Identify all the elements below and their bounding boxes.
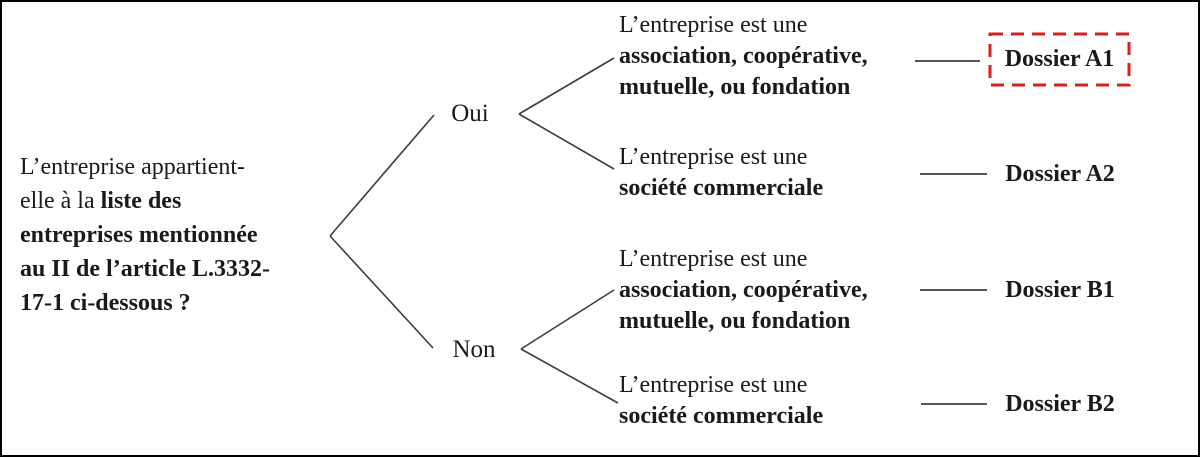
highlight-box-dossier-a1 (988, 32, 1131, 87)
question-text: L’entreprise appartient- elle à la liste… (20, 150, 340, 320)
condition-non-association: L’entreprise est une association, coopér… (619, 244, 919, 337)
condition-line-regular: L’entreprise est une (619, 372, 808, 398)
condition-oui-societe: L’entreprise est une société commerciale (619, 142, 919, 204)
question-segment-bold: 17-1 ci-dessous ? (20, 290, 191, 316)
edge-non-association (520, 289, 615, 350)
edge-question-non (329, 235, 434, 349)
dossier-b1-label: Dossier B1 (1005, 276, 1115, 303)
edge-oui-association (518, 57, 615, 115)
condition-line-bold: mutuelle, ou fondation (619, 308, 851, 334)
condition-non-societe: L’entreprise est une société commerciale (619, 370, 919, 432)
condition-line-bold: société commerciale (619, 175, 824, 201)
question-segment-regular: L’entreprise appartient- (20, 154, 246, 180)
question-line: elle à la liste des (20, 184, 340, 218)
edge-oui-societe (518, 113, 615, 170)
question-line: au II de l’article L.3332- (20, 252, 340, 286)
edge-question-oui (329, 114, 435, 237)
edge-non-societe (520, 348, 619, 404)
question-segment-regular: elle à la (20, 188, 101, 214)
condition-oui-association: L’entreprise est une association, coopér… (619, 10, 919, 103)
question-segment-bold: entreprises mentionnée (20, 222, 258, 248)
question-segment-bold: au II de l’article L.3332- (20, 256, 270, 282)
condition-line-bold: association, coopérative, (619, 277, 868, 303)
condition-line-bold: société commerciale (619, 403, 824, 429)
question-line: L’entreprise appartient- (20, 150, 340, 184)
question-line: entreprises mentionnée (20, 218, 340, 252)
condition-line-regular: L’entreprise est une (619, 246, 808, 272)
condition-line-bold: mutuelle, ou fondation (619, 74, 851, 100)
question-segment-bold: liste des (100, 188, 182, 214)
condition-line-bold: association, coopérative, (619, 43, 868, 69)
dossier-a1-label: Dossier A1 (1004, 46, 1115, 72)
dossier-b2-label: Dossier B2 (1005, 390, 1115, 417)
branch-label-oui: Oui (451, 100, 489, 127)
condition-line-regular: L’entreprise est une (619, 144, 808, 170)
branch-label-non: Non (452, 336, 496, 363)
dossier-a2-label: Dossier A2 (1005, 160, 1115, 187)
question-line: 17-1 ci-dessous ? (20, 286, 340, 320)
condition-line-regular: L’entreprise est une (619, 12, 808, 38)
